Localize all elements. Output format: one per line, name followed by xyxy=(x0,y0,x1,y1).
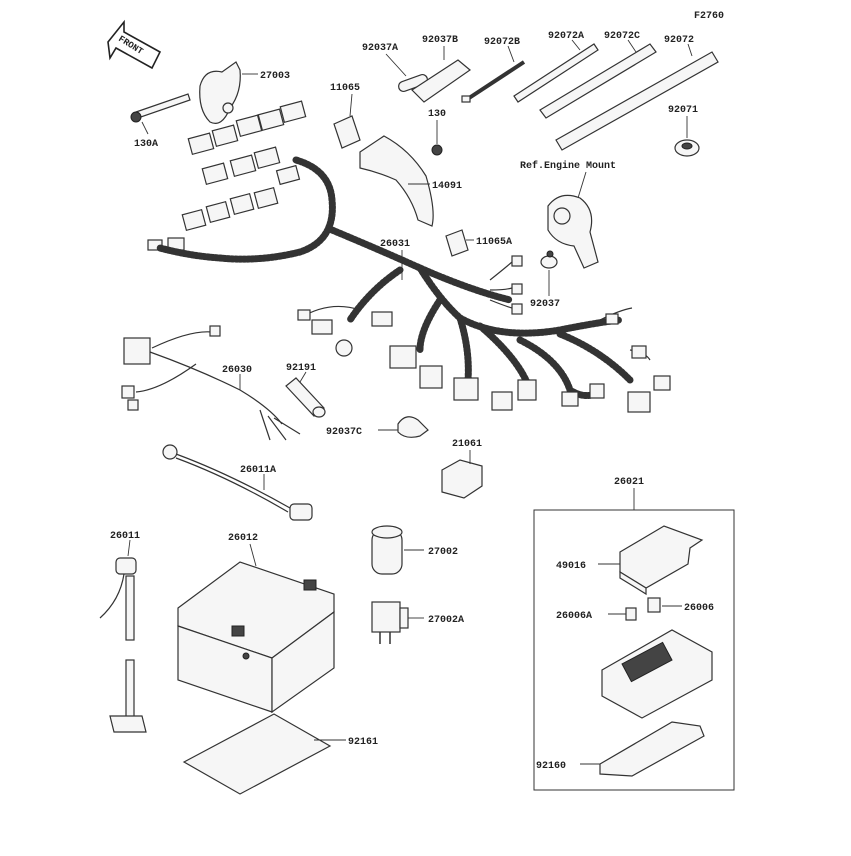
leader-92072 xyxy=(687,43,693,57)
part-92072b-tie[interactable] xyxy=(461,60,526,103)
label-130a[interactable]: 130A xyxy=(134,139,158,150)
label-27002[interactable]: 27002 xyxy=(428,547,458,558)
part-26031-main-harness[interactable] xyxy=(156,156,671,413)
label-11065a[interactable]: 11065A xyxy=(476,237,512,248)
part-92037c-clamp[interactable] xyxy=(397,416,429,438)
label-27003[interactable]: 27003 xyxy=(260,71,290,82)
part-130-bolt[interactable] xyxy=(431,144,443,156)
label-130[interactable]: 130 xyxy=(428,109,446,120)
leader-26011 xyxy=(127,539,131,557)
part-26011-cable[interactable] xyxy=(99,557,147,733)
leader-26012 xyxy=(249,543,257,567)
part-92072-tie[interactable] xyxy=(555,51,719,151)
label-21061[interactable]: 21061 xyxy=(452,439,482,450)
leader-92191 xyxy=(299,371,307,383)
label-49016[interactable]: 49016 xyxy=(556,561,586,572)
label-92037c[interactable]: 92037C xyxy=(326,427,362,438)
label-92037a[interactable]: 92037A xyxy=(362,43,398,54)
leader-ref-mount xyxy=(577,171,587,199)
label-14091[interactable]: 14091 xyxy=(432,181,462,192)
label-92072b[interactable]: 92072B xyxy=(484,37,520,48)
part-92071-grommet[interactable] xyxy=(674,139,700,157)
part-21061-relay[interactable] xyxy=(441,459,483,499)
label-26011[interactable]: 26011 xyxy=(110,531,140,542)
label-92037[interactable]: 92037 xyxy=(530,299,560,310)
part-92072a-tie[interactable] xyxy=(513,43,599,103)
label-11065[interactable]: 11065 xyxy=(330,83,360,94)
label-26006[interactable]: 26006 xyxy=(684,603,714,614)
leader-92072c xyxy=(627,39,637,53)
engine-mount-icon xyxy=(547,194,599,269)
part-92191-tube[interactable] xyxy=(285,377,326,418)
part-27003-bracket[interactable] xyxy=(199,61,241,124)
part-26006a-fuse[interactable] xyxy=(625,607,637,621)
label-26031[interactable]: 26031 xyxy=(380,239,410,250)
part-26006-fuse[interactable] xyxy=(647,597,661,613)
part-harness-connector-cluster[interactable] xyxy=(147,100,307,251)
label-92191[interactable]: 92191 xyxy=(286,363,316,374)
label-92072[interactable]: 92072 xyxy=(664,35,694,46)
part-130a-bolt[interactable] xyxy=(130,93,191,123)
leader-92037a xyxy=(385,53,407,77)
label-92072a[interactable]: 92072A xyxy=(548,31,584,42)
part-14091-cover[interactable] xyxy=(359,135,434,227)
figure-code: F2760 xyxy=(694,11,724,22)
label-26006a[interactable]: 26006A xyxy=(556,611,592,622)
label-92072c[interactable]: 92072C xyxy=(604,31,640,42)
label-27002a[interactable]: 27002A xyxy=(428,615,464,626)
label-92037b[interactable]: 92037B xyxy=(422,35,458,46)
front-arrow-icon: FRONT xyxy=(107,19,162,70)
part-11065-clamp[interactable] xyxy=(333,115,361,149)
leader-92072b xyxy=(507,45,515,63)
leader-130a xyxy=(141,121,149,135)
part-92161-pad[interactable] xyxy=(182,713,332,795)
part-26011a-lead[interactable] xyxy=(162,444,313,521)
label-26011a[interactable]: 26011A xyxy=(240,465,276,476)
label-92071[interactable]: 92071 xyxy=(668,105,698,116)
ref-engine-mount-label: Ref.Engine Mount xyxy=(520,160,616,172)
part-92072c-tie[interactable] xyxy=(539,43,657,119)
part-27002-relay[interactable] xyxy=(371,525,403,575)
part-26012-battery[interactable] xyxy=(177,561,335,714)
label-92160[interactable]: 92160 xyxy=(536,761,566,772)
part-27002a-relay[interactable] xyxy=(371,601,409,644)
part-49016-cover[interactable] xyxy=(619,525,704,596)
leader-11065 xyxy=(349,93,353,117)
leader-92072a xyxy=(571,39,581,51)
label-26012[interactable]: 26012 xyxy=(228,533,258,544)
part-26030-sub-harness[interactable] xyxy=(121,325,301,441)
label-26021[interactable]: 26021 xyxy=(614,477,644,488)
part-92037b-band[interactable] xyxy=(411,59,471,103)
part-junction-box[interactable] xyxy=(601,629,713,719)
part-92037-clamp[interactable] xyxy=(540,250,558,269)
label-26030[interactable]: 26030 xyxy=(222,365,252,376)
part-92160-cover[interactable] xyxy=(599,721,705,777)
label-92161[interactable]: 92161 xyxy=(348,737,378,748)
part-11065a-clamp[interactable] xyxy=(445,229,469,257)
